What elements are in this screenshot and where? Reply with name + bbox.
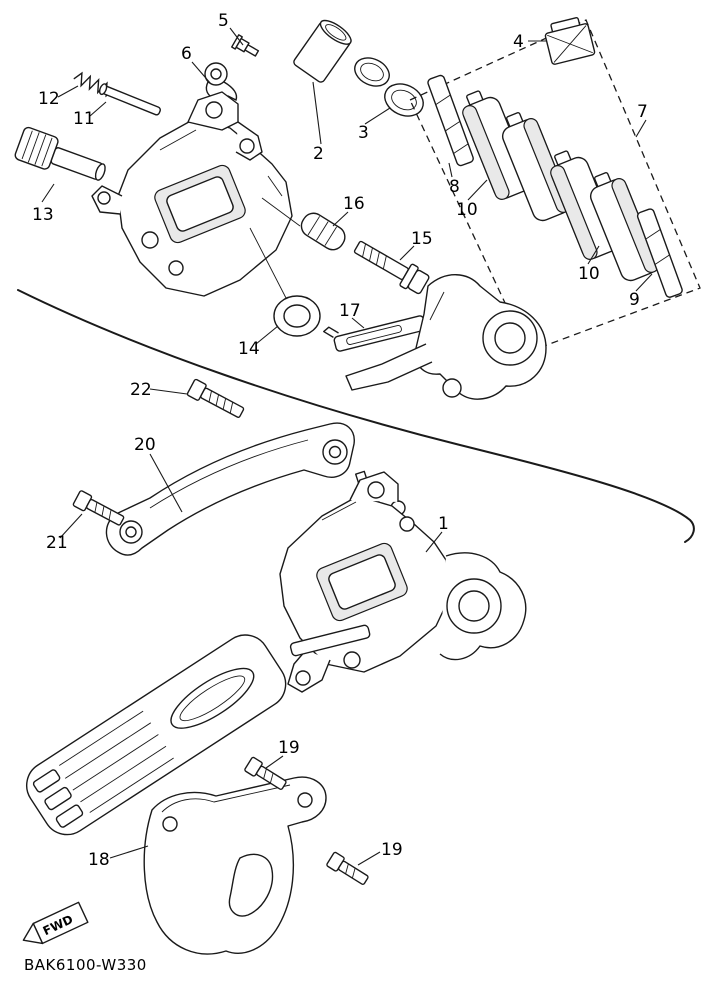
part-label-8: 8 (449, 177, 460, 197)
part-20-caliper-bracket-arm (105, 422, 355, 556)
part-9-pad-shim (636, 208, 683, 298)
lower-assembly-section (26, 378, 527, 955)
part-label-18: 18 (88, 850, 110, 870)
upper-caliper-assembly (14, 17, 701, 400)
part-label-9: 9 (629, 290, 640, 310)
part-21-bolt (72, 490, 125, 526)
part-label-13: 13 (32, 205, 54, 225)
part-22-bolt (186, 378, 245, 418)
part-13-pivot-pin (14, 126, 106, 181)
part-1-caliper-assembly (279, 470, 527, 693)
part-label-15: 15 (411, 229, 433, 249)
fwd-marker: FWD (22, 901, 89, 945)
part-5-bleeder-screw (231, 34, 260, 57)
part-label-17: 17 (339, 301, 361, 321)
part-16-slide-boot (300, 212, 346, 251)
diagram-code: BAK6100-W330 (24, 956, 147, 974)
part-label-22: 22 (130, 380, 152, 400)
upper-caliper-body (91, 91, 301, 299)
part-label-3: 3 (358, 123, 369, 143)
swingarm (26, 634, 287, 836)
part-label-20: 20 (134, 435, 156, 455)
part-label-11: 11 (73, 109, 95, 129)
part-19-bolt-upper (244, 756, 287, 790)
part-label-16: 16 (343, 194, 365, 214)
part-2-piston (293, 19, 352, 83)
part-label-12: 12 (38, 89, 60, 109)
part-label-10a: 10 (456, 200, 478, 220)
part-label-2: 2 (313, 144, 324, 164)
upper-caliper-bracket (345, 274, 547, 400)
part-label-6: 6 (181, 44, 192, 64)
part-labels: 5 6 12 11 13 2 3 4 7 8 10 10 9 16 15 14 … (32, 11, 648, 870)
part-10-brake-pads-rear (550, 150, 659, 282)
part-14-pin-boot (273, 295, 321, 337)
part-label-4: 4 (513, 32, 524, 52)
part-label-10b: 10 (578, 264, 600, 284)
part-18-disc-guard (143, 776, 327, 955)
part-label-19b: 19 (381, 840, 403, 860)
section-divider-curve (17, 289, 695, 543)
part-8-pad-shim (427, 74, 474, 167)
part-11-pad-pin (98, 83, 161, 116)
part-label-19a: 19 (278, 738, 300, 758)
part-label-14: 14 (238, 339, 260, 359)
part-label-21: 21 (46, 533, 68, 553)
part-label-5: 5 (218, 11, 229, 31)
part-19-bolt-lower (326, 851, 369, 885)
pad-kit-dashed-outline (409, 19, 701, 353)
part-4-pad-support (544, 17, 596, 65)
leader-lines (41, 27, 653, 866)
part-3-piston-seals (354, 57, 424, 117)
part-15-slide-bolt (353, 240, 430, 295)
part-label-7: 7 (637, 102, 648, 122)
part-label-1: 1 (438, 514, 449, 534)
